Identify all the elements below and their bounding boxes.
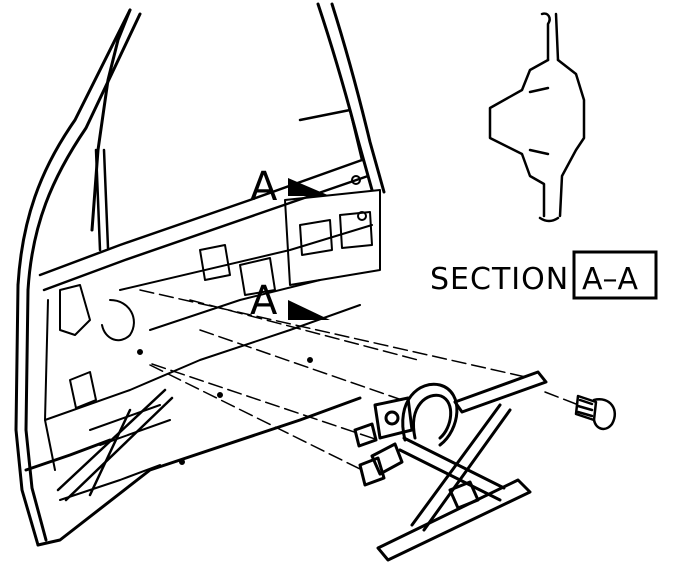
alignment-lines (139, 289, 577, 471)
section-label: SECTION A–A (430, 250, 658, 300)
section-label-text: SECTION (430, 262, 569, 297)
cut-arrow-icon (288, 178, 330, 196)
inner-braces (56, 388, 174, 502)
section-id-box (572, 250, 658, 300)
window-regulator (353, 370, 548, 562)
door-frame (14, 2, 386, 547)
retainer-clip-section (488, 12, 586, 223)
cut-marker-letter: A (250, 164, 278, 210)
cut-marker-upper: A (250, 164, 330, 210)
cut-marker-lower: A (250, 278, 330, 324)
belt-line-channel (38, 108, 370, 292)
inner-door-panel (44, 175, 381, 501)
fastener-bolt-icon (574, 394, 617, 431)
cut-arrow-icon (288, 300, 330, 320)
section-id-text: A–A (582, 262, 639, 297)
